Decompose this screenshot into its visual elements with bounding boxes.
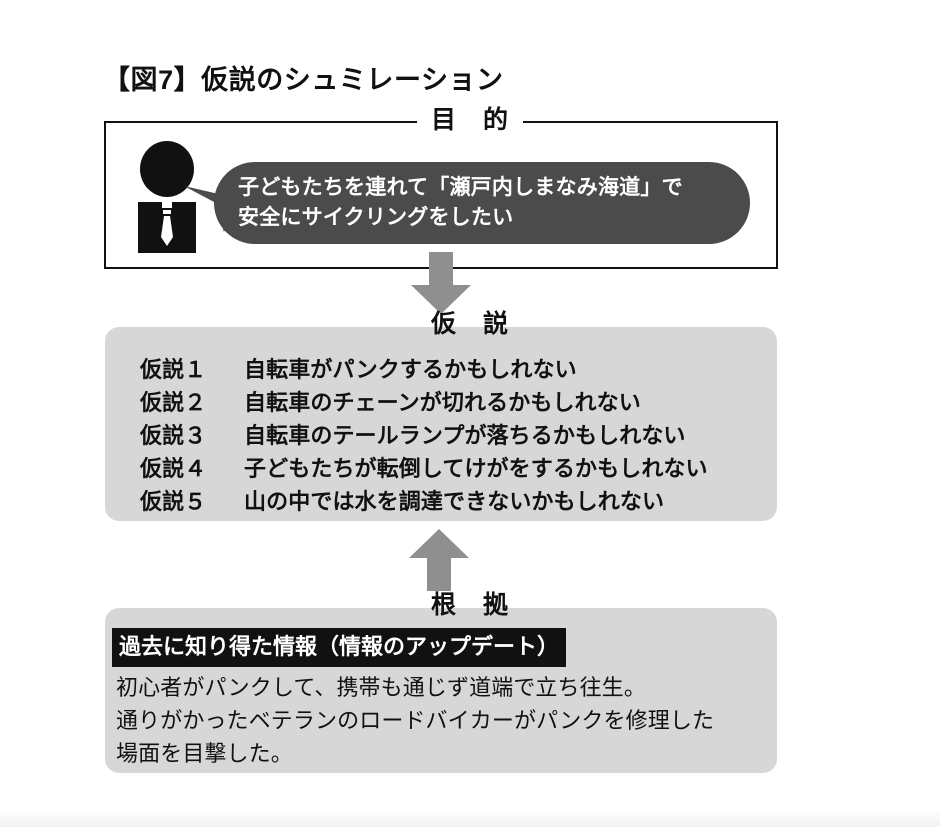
evidence-line-3: 場面を目撃した。: [116, 741, 293, 766]
hypothesis-list: 仮説１ 自転車がパンクするかもしれない 仮説２ 自転車のチェーンが切れるかもしれ…: [140, 352, 760, 517]
speech-bubble-text: 子どもたちを連れて「瀬戸内しまなみ海道」で 安全にサイクリングをしたい: [238, 173, 734, 233]
hypothesis-text: 子どもたちが転倒してけがをするかもしれない: [244, 456, 708, 481]
hypothesis-label: 仮説２: [140, 390, 207, 415]
purpose-heading: 目 的: [0, 106, 940, 134]
hypothesis-text: 自転車のテールランプが落ちるかもしれない: [244, 423, 686, 448]
list-item: 仮説１ 自転車がパンクするかもしれない: [140, 352, 760, 385]
arrow-up-icon: [408, 529, 470, 591]
purpose-heading-label: 目 的: [416, 106, 523, 134]
speech-bubble-line-2: 安全にサイクリングをしたい: [238, 206, 514, 229]
arrow-down-icon: [410, 252, 472, 314]
hypothesis-heading: 仮 説: [430, 310, 509, 338]
hypothesis-text: 山の中では水を調達できないかもしれない: [244, 489, 665, 514]
evidence-tag-label: 過去に知り得た情報（情報のアップデート）: [112, 628, 567, 667]
evidence-heading: 根 拠: [430, 591, 509, 619]
list-item: 仮説３ 自転車のテールランプが落ちるかもしれない: [140, 418, 760, 451]
businessperson-icon: [131, 141, 203, 253]
evidence-line-1: 初心者がパンクして、携帯も通じず道端で立ち往生。: [116, 675, 646, 700]
hypothesis-label: 仮説１: [140, 357, 207, 382]
hypothesis-label: 仮説５: [140, 489, 207, 514]
evidence-line-2: 通りがかったベテランのロードバイカーがパンクを修理した: [116, 708, 715, 733]
figure-title: 【図7】仮説のシュミレーション: [103, 65, 504, 95]
list-item: 仮説２ 自転車のチェーンが切れるかもしれない: [140, 385, 760, 418]
hypothesis-panel: [105, 327, 777, 521]
hypothesis-text: 自転車のチェーンが切れるかもしれない: [244, 390, 641, 415]
hypothesis-text: 自転車がパンクするかもしれない: [244, 357, 577, 382]
hypothesis-label: 仮説４: [140, 456, 207, 481]
evidence-body-text: 初心者がパンクして、携帯も通じず道端で立ち往生。 通りがかったベテランのロードバ…: [116, 671, 766, 770]
hypothesis-label: 仮説３: [140, 423, 207, 448]
list-item: 仮説５ 山の中では水を調達できないかもしれない: [140, 484, 760, 517]
purpose-speech-bubble: 子どもたちを連れて「瀬戸内しまなみ海道」で 安全にサイクリングをしたい: [214, 162, 750, 244]
speech-bubble-line-1: 子どもたちを連れて「瀬戸内しまなみ海道」で: [238, 176, 683, 199]
list-item: 仮説４ 子どもたちが転倒してけがをするかもしれない: [140, 451, 760, 484]
page-bottom-edge: [0, 812, 940, 827]
